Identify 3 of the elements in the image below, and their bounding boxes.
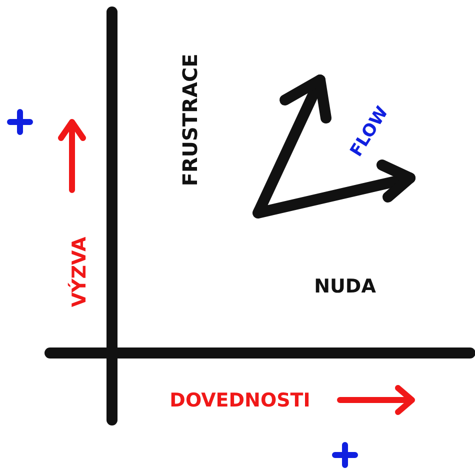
quadrant-label: NUDA [314,278,376,296]
quadrant-label: FRUSTRACE [180,54,200,186]
axis-label: DOVEDNOSTI [170,392,310,410]
